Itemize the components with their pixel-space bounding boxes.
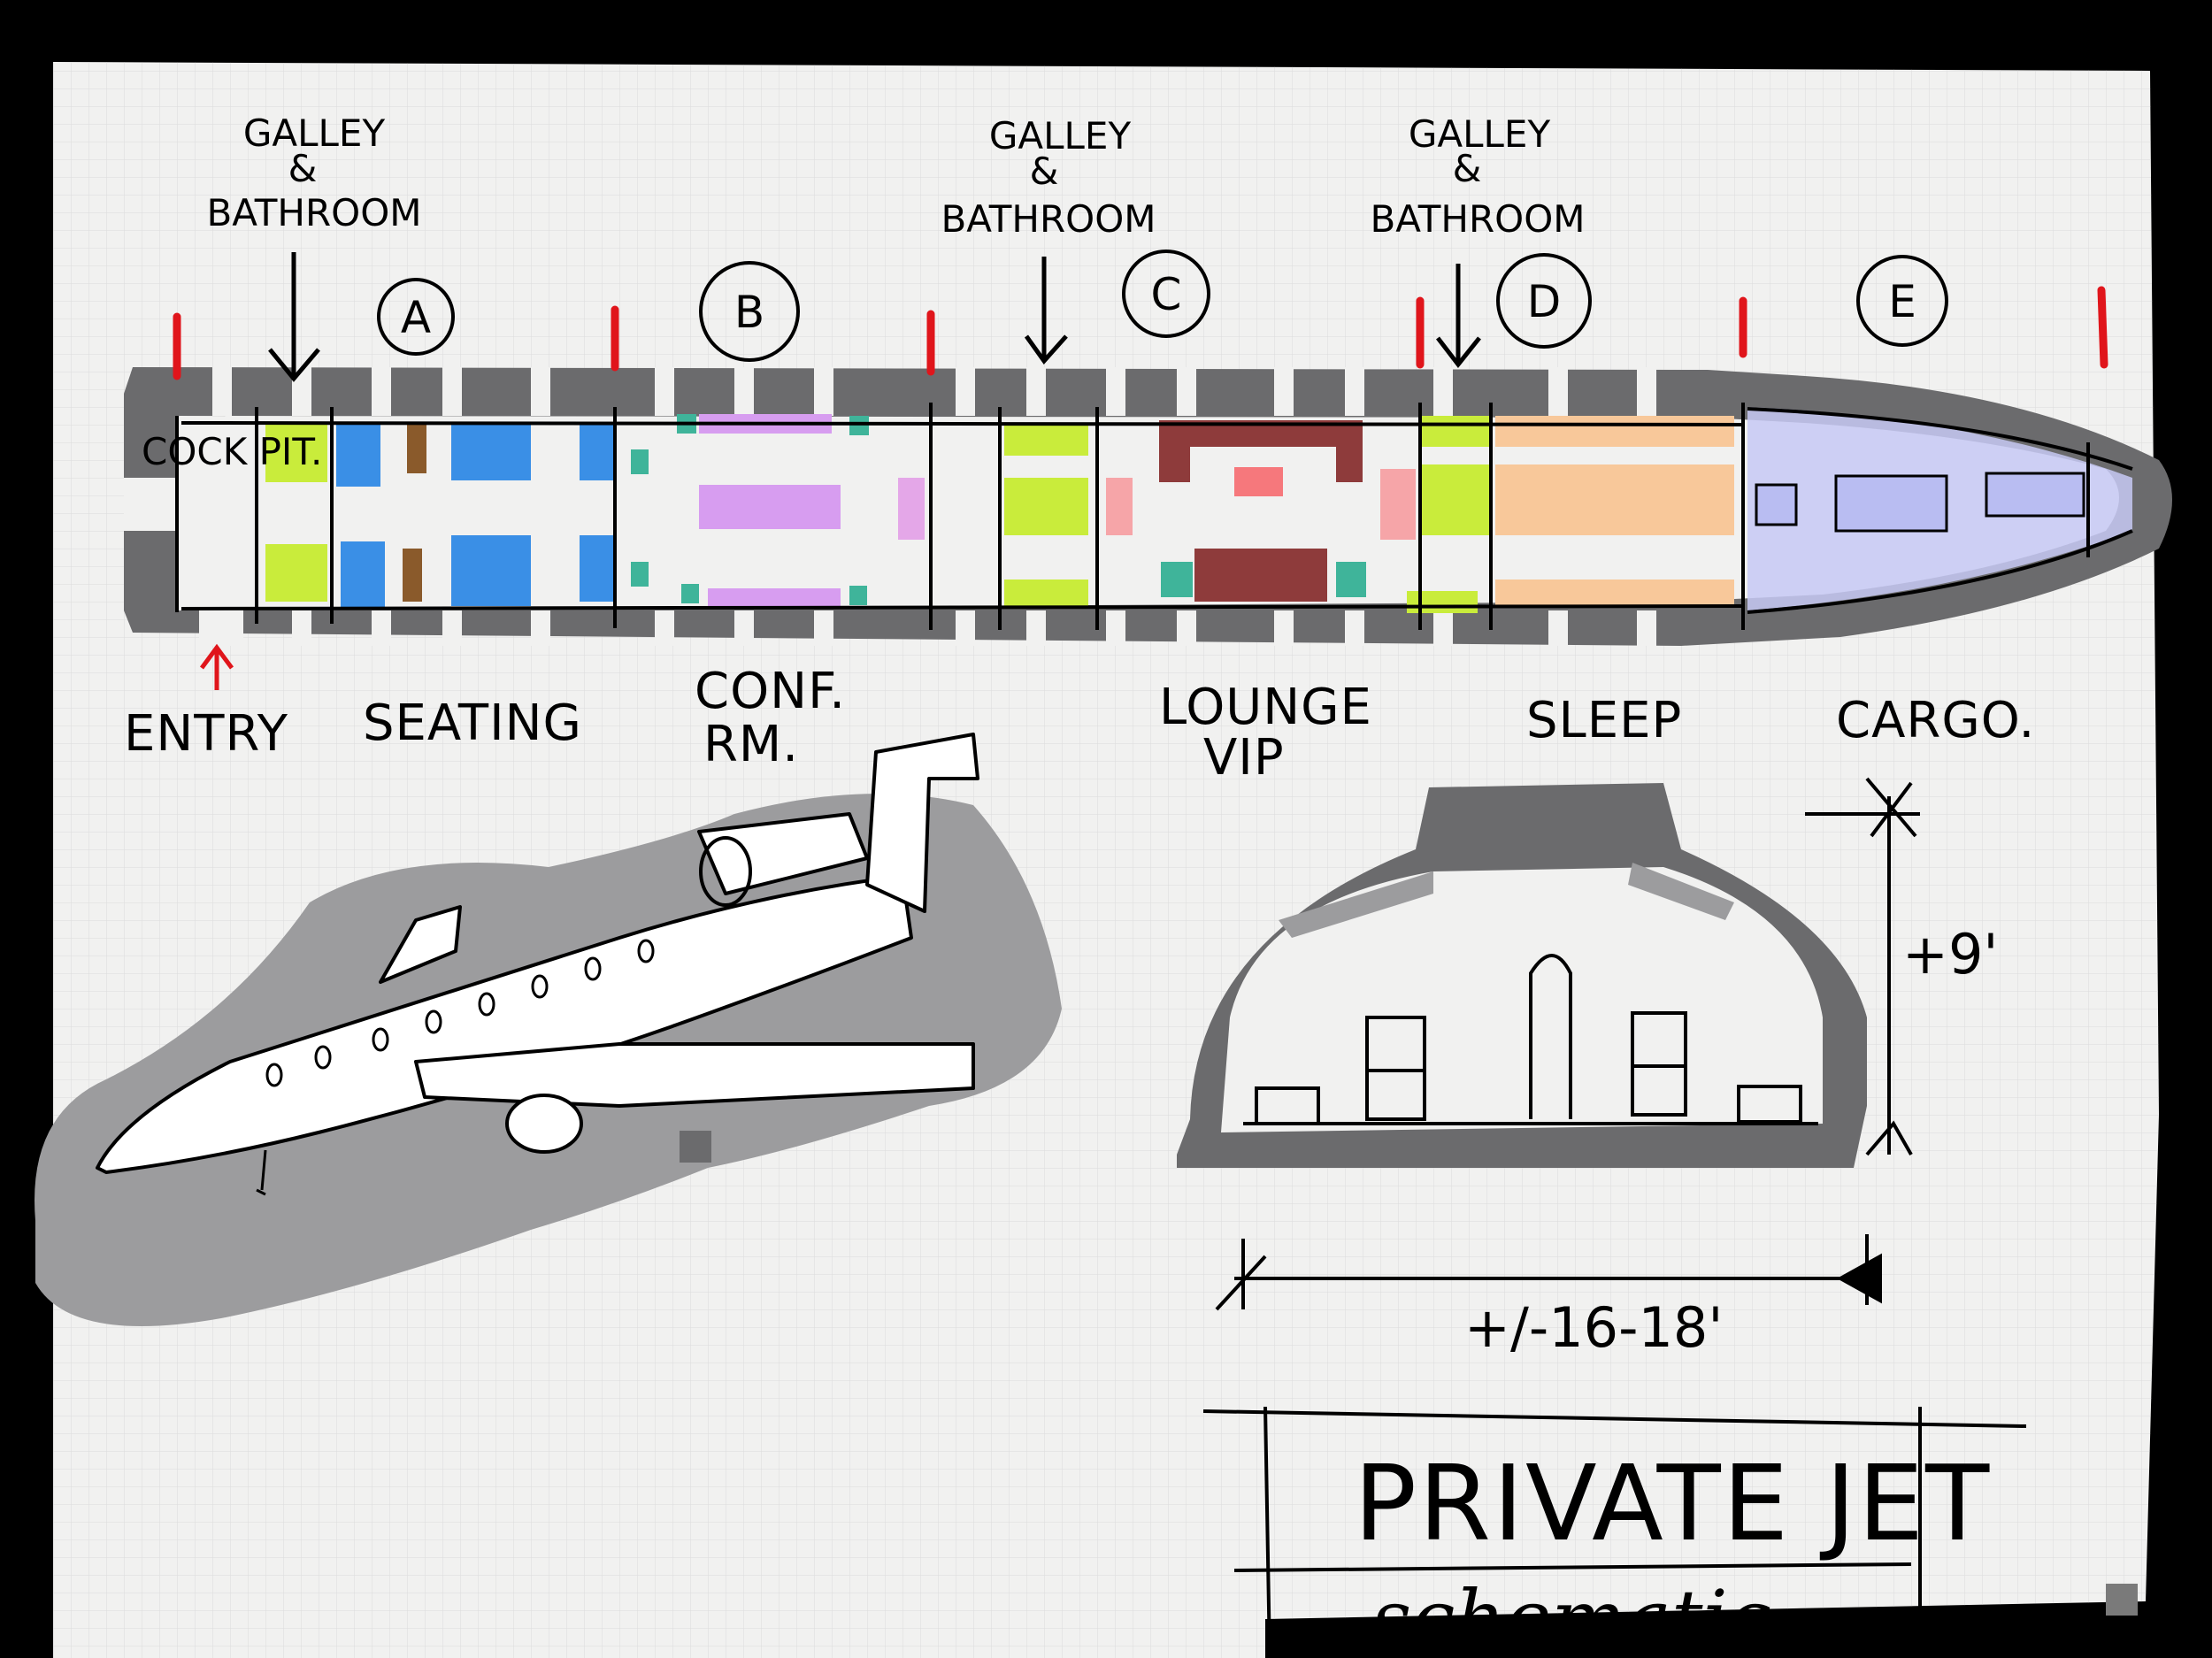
corner-marker xyxy=(2106,1584,2138,1616)
galley-label-1-line3: BATHROOM xyxy=(206,191,421,234)
zone-circle-a xyxy=(377,278,455,356)
lounge-vip xyxy=(1159,420,1366,602)
jet-perspective-sketch xyxy=(35,733,1062,1326)
galley-label-1-line2: & xyxy=(288,147,318,190)
zone-circle-b xyxy=(699,261,800,362)
conference-table xyxy=(699,485,841,529)
zone-letter-e: E xyxy=(1888,276,1916,327)
zone-letter-a: A xyxy=(401,292,431,343)
coffee-table xyxy=(1234,467,1283,496)
marker-square xyxy=(680,1131,711,1163)
paper-sheet xyxy=(53,62,2159,1658)
cockpit-label: COCK PIT. xyxy=(142,430,322,473)
seat xyxy=(580,423,615,480)
seat xyxy=(341,541,385,608)
galley-label-3-line2: & xyxy=(1453,147,1482,190)
zone-c-galley xyxy=(1004,425,1133,606)
galley-label-3-line3: BATHROOM xyxy=(1370,197,1585,241)
title-text: PRIVATE JET xyxy=(1354,1442,1991,1564)
seat xyxy=(451,423,531,480)
zone-letter-c: C xyxy=(1151,269,1182,320)
label-lounge-line2: VIP xyxy=(1203,729,1285,787)
height-dimension xyxy=(1805,777,1920,1156)
label-conf-line1: CONF. xyxy=(695,663,846,720)
galley-label-2-line2: & xyxy=(1030,150,1059,193)
label-seating: SEATING xyxy=(363,695,582,752)
width-label: +/-16-18' xyxy=(1464,1295,1723,1360)
subtitle-text: schematic xyxy=(1371,1573,1771,1658)
zone-markers xyxy=(173,286,2108,380)
seat xyxy=(580,535,615,602)
title-block xyxy=(1202,1406,2027,1658)
table xyxy=(403,549,422,602)
zone-d-sleep xyxy=(1380,416,1734,613)
galley-label-2-line1: GALLEY xyxy=(989,114,1132,157)
seat xyxy=(451,535,531,606)
galley-label-2-line3: BATHROOM xyxy=(941,197,1156,241)
table xyxy=(407,425,426,473)
wing xyxy=(414,1042,975,1108)
seat xyxy=(336,425,380,487)
zone-letter-d: D xyxy=(1527,276,1562,327)
galley-block xyxy=(265,425,327,482)
label-cargo: CARGO. xyxy=(1836,692,2035,749)
floor-plan xyxy=(124,249,2172,690)
zone-circle-c xyxy=(1122,249,1210,338)
engine xyxy=(505,1094,583,1154)
cross-section xyxy=(1177,777,1920,1311)
galley-label-1-line1: GALLEY xyxy=(243,111,386,155)
label-sleep: SLEEP xyxy=(1526,692,1682,749)
fuselage-body xyxy=(96,874,913,1174)
zone-a-seating xyxy=(265,423,615,608)
galley-label-3-line1: GALLEY xyxy=(1409,112,1551,156)
height-label: +9' xyxy=(1902,922,1998,986)
galley-arrows xyxy=(268,252,1481,382)
zone-letter-b: B xyxy=(734,287,764,338)
label-conf-line2: RM. xyxy=(703,716,799,773)
tail-fin xyxy=(865,733,979,913)
zone-e-cargo xyxy=(1747,407,2132,610)
galley-block xyxy=(265,544,327,602)
zone-circle-d xyxy=(1496,253,1592,349)
width-dimension xyxy=(1215,1234,1882,1311)
bed xyxy=(1495,464,1734,535)
label-entry: ENTRY xyxy=(124,705,288,763)
label-lounge-line1: LOUNGE xyxy=(1159,679,1372,736)
zone-circle-e xyxy=(1856,255,1948,347)
sofa xyxy=(1194,549,1327,602)
entry-arrow xyxy=(199,643,234,690)
